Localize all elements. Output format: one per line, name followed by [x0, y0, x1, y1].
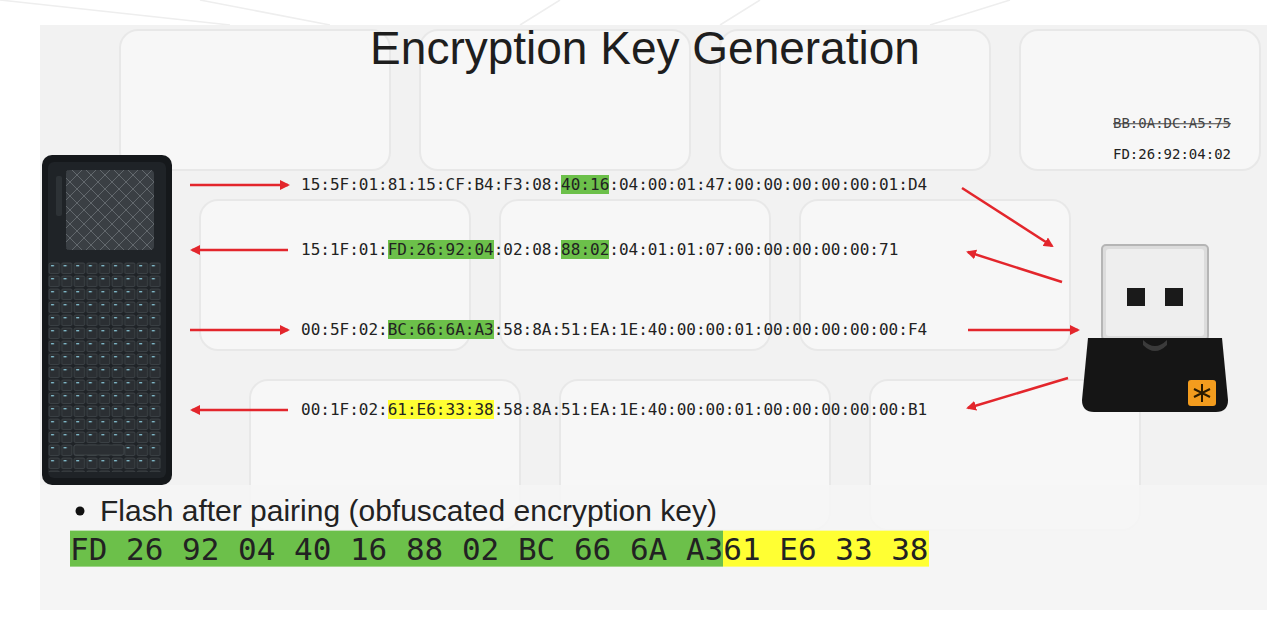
text-line: 00:1F:02:61:E6:33:38:58:8A:51:EA:1E:40:0…: [301, 400, 927, 420]
text-line: 00:5F:02:BC:66:6A:A3:58:8A:51:EA:1E:40:0…: [301, 320, 927, 340]
key-part: 61:E6:33:38: [388, 400, 494, 419]
flash-key-part: 61 E6 33 38: [723, 531, 928, 567]
text-line: 15:5F:01:81:15:CF:B4:F3:08:40:16:04:00:0…: [301, 175, 927, 195]
key-part: 40:16: [561, 175, 609, 194]
bullet-text: Flash after pairing (obfuscated encrypti…: [100, 494, 717, 527]
bullet-dot: [76, 507, 85, 516]
hex-bytes: :58:8A:51:EA:1E:40:00:00:01:00:00:00:00:…: [494, 320, 927, 339]
old-address: BB:0A:DC:A5:75: [1113, 115, 1231, 131]
text-line: FD:26:92:04:02: [1113, 146, 1231, 164]
new-address: FD:26:92:04:02: [1113, 146, 1231, 162]
text-line: FD 26 92 04 40 16 88 02 BC 66 6A A361 E6…: [70, 530, 929, 569]
hex-bytes: :04:01:01:07:00:00:00:00:00:71: [609, 240, 898, 259]
slide-ground: [40, 25, 1267, 610]
text-line: Flash after pairing (obfuscated encrypti…: [100, 492, 717, 530]
text-line: BB:0A:DC:A5:75: [1113, 115, 1231, 133]
bottom-band: [40, 485, 1267, 610]
hex-bytes: 15:1F:01:: [301, 240, 388, 259]
key-part: 88:02: [561, 240, 609, 259]
hex-bytes: 00:5F:02:: [301, 320, 388, 339]
key-part: BC:66:6A:A3: [388, 320, 494, 339]
slide-title: Encryption Key Generation: [370, 21, 920, 75]
hex-bytes: :04:00:01:47:00:00:00:00:00:01:D4: [609, 175, 927, 194]
frame-lines: [0, 0, 1010, 25]
key-part: FD:26:92:04: [388, 240, 494, 259]
slide-overlay: [40, 25, 1267, 610]
hex-bytes: 15:5F:01:81:15:CF:B4:F3:08:: [301, 175, 561, 194]
hex-bytes: 00:1F:02:: [301, 400, 388, 419]
text-line: 15:1F:01:FD:26:92:04:02:08:88:02:04:01:0…: [301, 240, 898, 260]
hex-bytes: :58:8A:51:EA:1E:40:00:00:01:00:00:00:00:…: [494, 400, 927, 419]
keyboard-illustration: [42, 155, 172, 485]
usb-dongle-illustration: [1082, 245, 1228, 412]
hex-bytes: :02:08:: [494, 240, 561, 259]
flash-key-part: FD 26 92 04 40 16 88 02 BC 66 6A A3: [70, 531, 723, 567]
transfer-arrows: [190, 185, 1078, 410]
